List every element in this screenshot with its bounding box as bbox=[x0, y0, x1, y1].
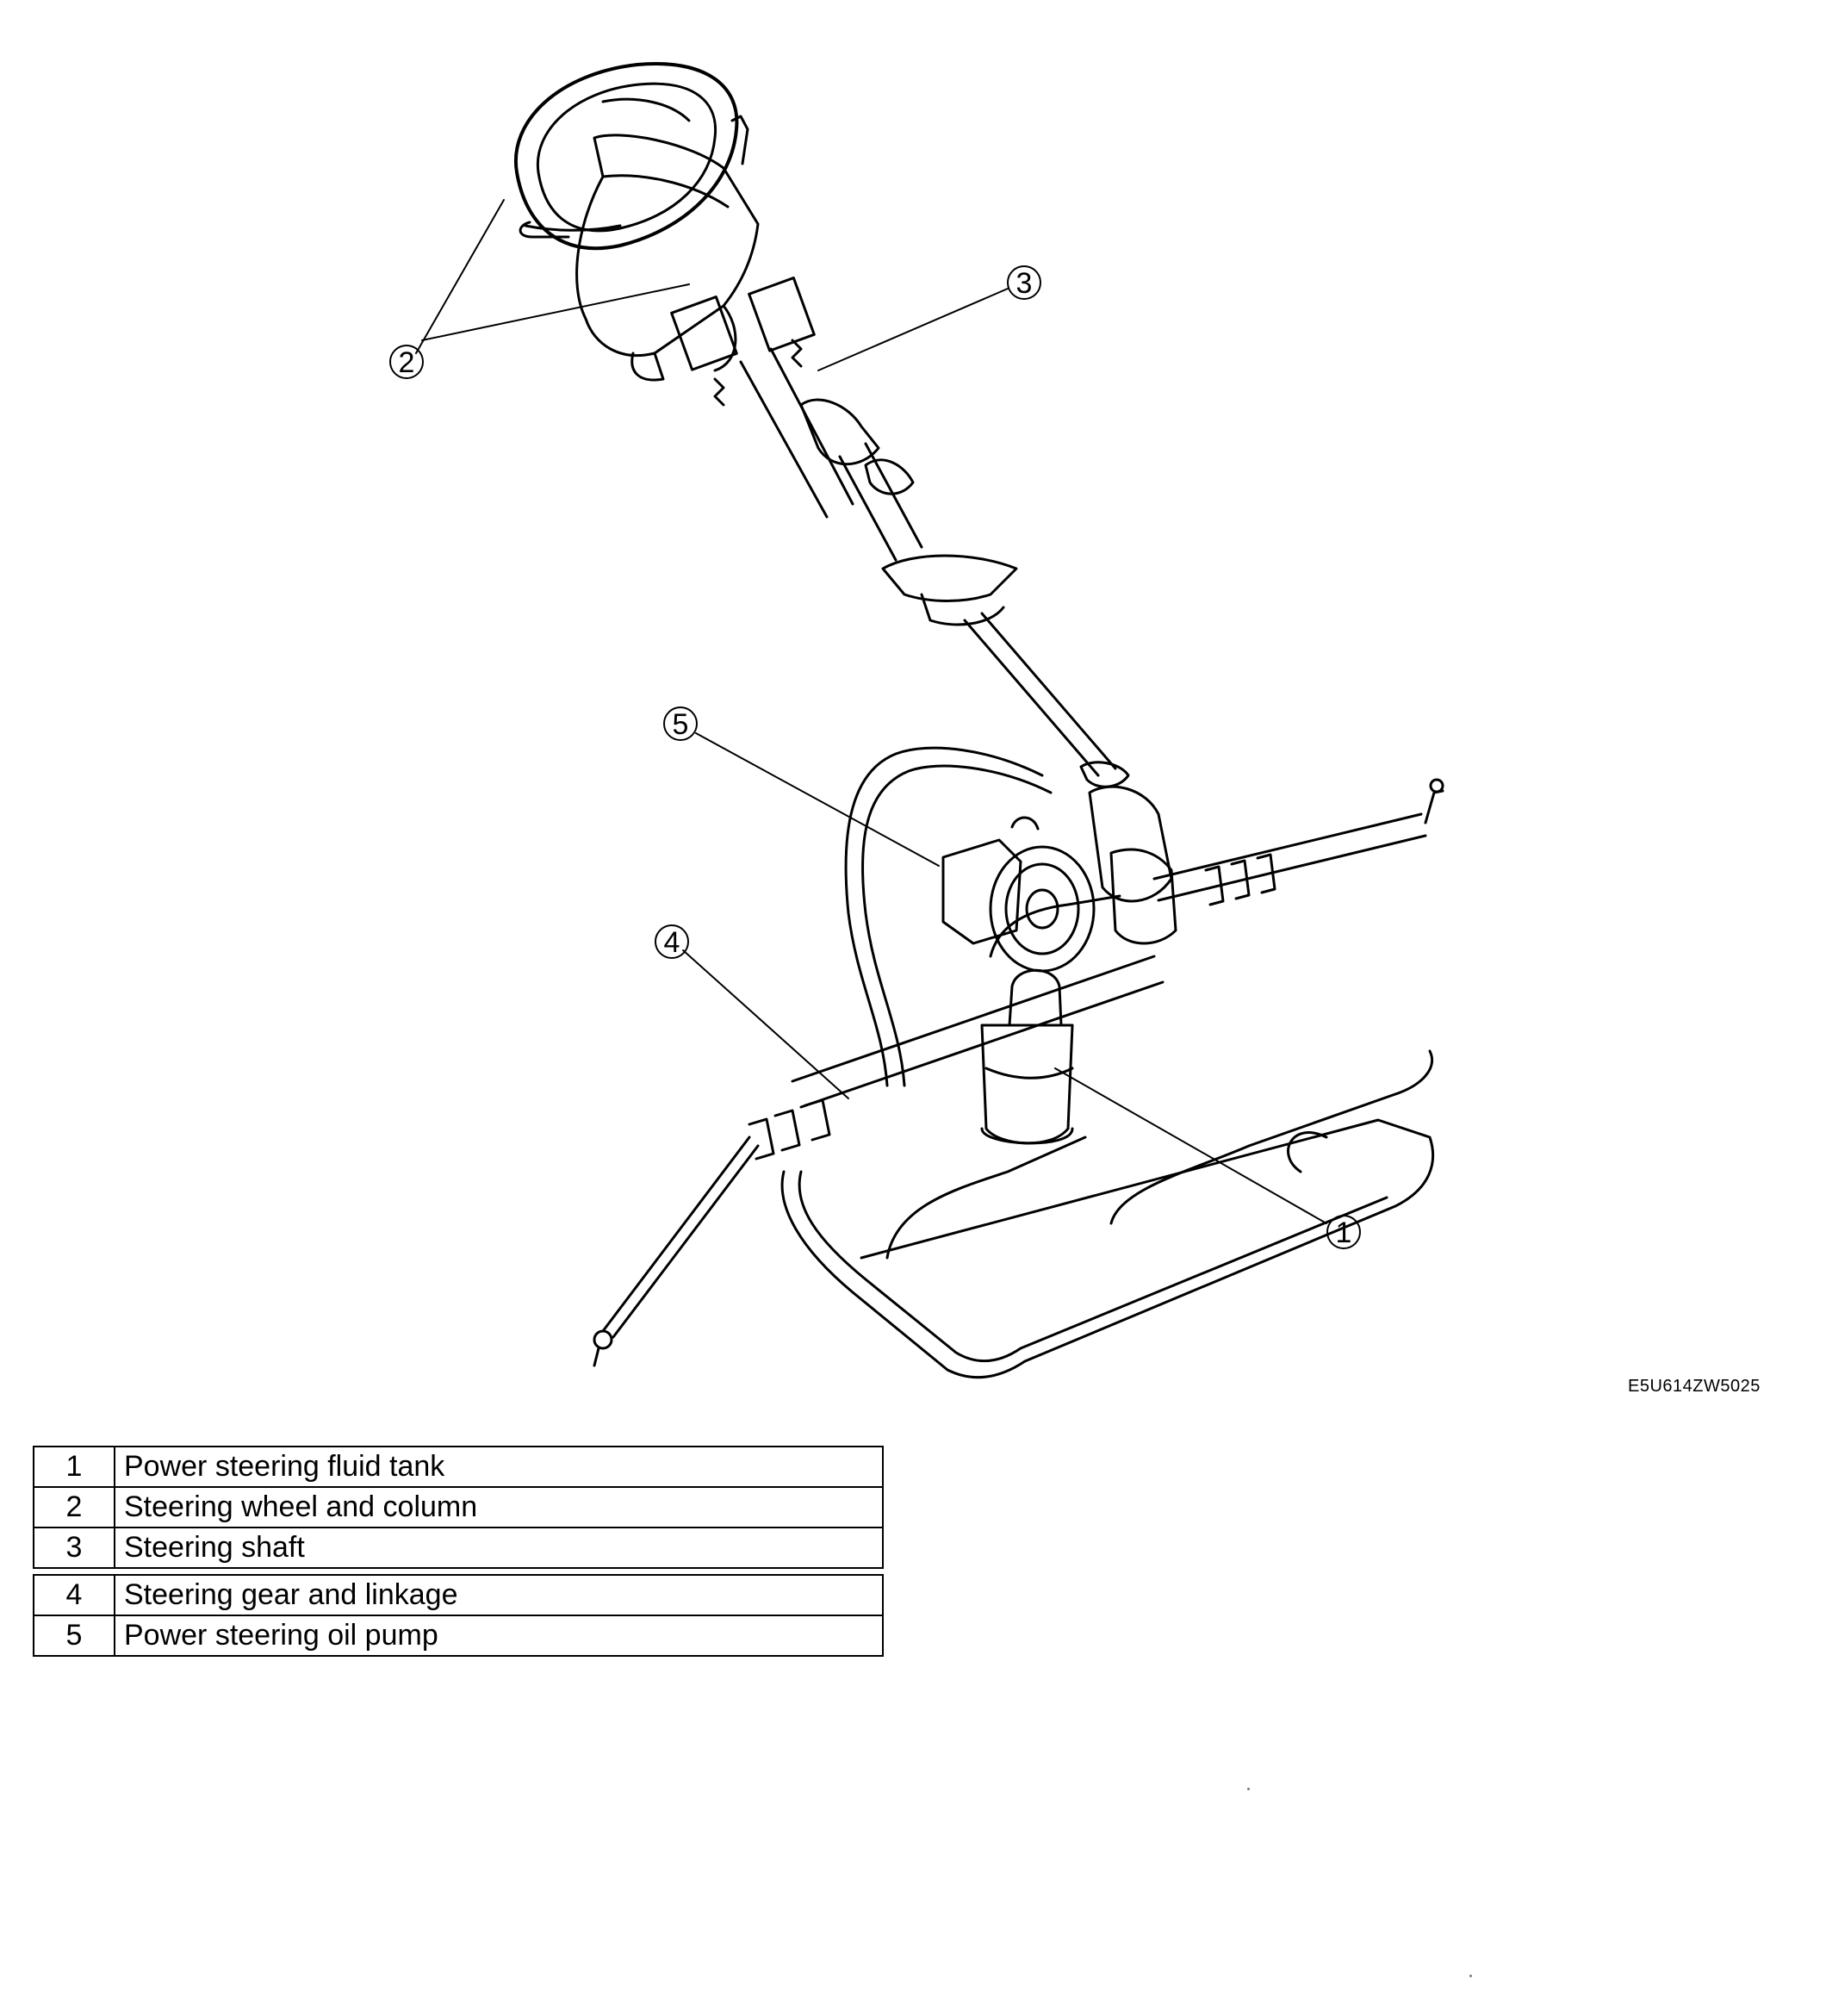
leader-3 bbox=[817, 288, 1009, 371]
leader-5 bbox=[695, 732, 940, 867]
legend-label: Steering gear and linkage bbox=[114, 1574, 884, 1616]
legend-label: Power steering fluid tank bbox=[114, 1446, 884, 1488]
callout-2: 2 bbox=[389, 345, 424, 379]
svg-text:2: 2 bbox=[399, 346, 415, 379]
gear-housing bbox=[1088, 785, 1177, 945]
hoses bbox=[780, 746, 1435, 1379]
table-row: 5 Power steering oil pump bbox=[33, 1615, 884, 1657]
legend-label: Power steering oil pump bbox=[114, 1615, 884, 1657]
legend-number: 4 bbox=[33, 1574, 115, 1616]
scan-speck bbox=[1247, 1788, 1250, 1790]
callout-1: 1 bbox=[1326, 1215, 1361, 1249]
legend-number: 5 bbox=[33, 1615, 115, 1657]
figure-code: E5U614ZW5025 bbox=[1628, 1377, 1761, 1396]
leader-1 bbox=[1054, 1067, 1327, 1224]
fluid-reservoir bbox=[980, 968, 1074, 1145]
legend-table: 1 Power steering fluid tank 2 Steering w… bbox=[33, 1446, 884, 1657]
leader-2b bbox=[421, 283, 690, 341]
steering-system-diagram: 1 2 3 4 5 bbox=[389, 62, 1444, 1379]
leader-2a bbox=[415, 199, 505, 354]
leader-4 bbox=[682, 949, 849, 1099]
legend-number: 2 bbox=[33, 1486, 115, 1528]
svg-text:1: 1 bbox=[1336, 1216, 1352, 1249]
steering-column-housing bbox=[575, 115, 816, 407]
legend-number: 3 bbox=[33, 1527, 115, 1569]
legend-number: 1 bbox=[33, 1446, 115, 1488]
legend-label: Steering shaft bbox=[114, 1527, 884, 1569]
leader-lines bbox=[415, 199, 1327, 1224]
power-steering-pump bbox=[941, 816, 1096, 973]
table-row: 2 Steering wheel and column bbox=[33, 1486, 884, 1528]
callout-4: 4 bbox=[655, 924, 689, 959]
callout-5: 5 bbox=[663, 706, 698, 741]
table-row: 4 Steering gear and linkage bbox=[33, 1574, 884, 1616]
table-row: 1 Power steering fluid tank bbox=[33, 1446, 884, 1488]
svg-text:4: 4 bbox=[664, 926, 680, 959]
svg-text:5: 5 bbox=[673, 708, 689, 741]
table-row: 3 Steering shaft bbox=[33, 1527, 884, 1569]
scan-speck bbox=[1469, 1975, 1472, 1977]
legend-label: Steering wheel and column bbox=[114, 1486, 884, 1528]
steering-rack bbox=[593, 778, 1444, 1367]
table-gap bbox=[34, 1568, 883, 1575]
callout-3: 3 bbox=[1007, 265, 1041, 300]
steering-shaft bbox=[739, 347, 1130, 788]
svg-text:3: 3 bbox=[1016, 267, 1033, 300]
